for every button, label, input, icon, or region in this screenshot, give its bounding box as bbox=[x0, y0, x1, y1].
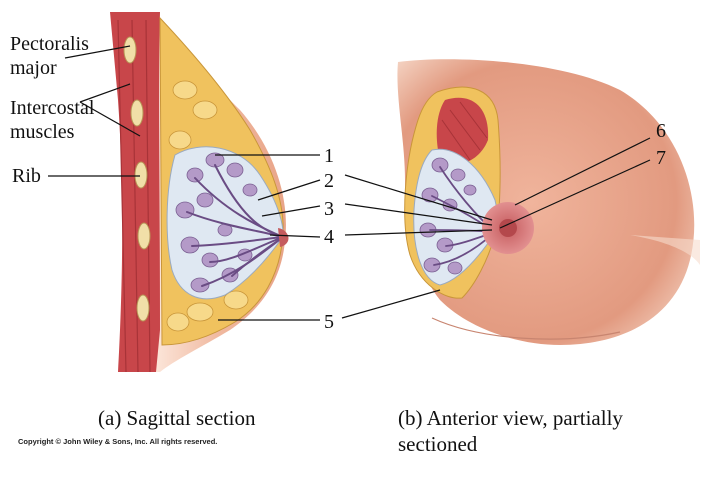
nipple-anterior bbox=[499, 219, 517, 237]
lobules-anterior bbox=[419, 157, 477, 275]
ribs bbox=[123, 36, 151, 322]
callout-3: 3 bbox=[324, 198, 334, 220]
callout-4: 4 bbox=[324, 226, 334, 248]
callout-6: 6 bbox=[656, 120, 666, 142]
callout-5: 5 bbox=[324, 311, 334, 333]
label-intercostal-muscles: Intercostal muscles bbox=[10, 97, 95, 143]
lactiferous-ducts bbox=[186, 164, 284, 287]
nipple-sagittal bbox=[278, 228, 289, 247]
sagittal-section bbox=[110, 12, 289, 373]
label-pectoralis-major: Pectoralis major bbox=[10, 33, 89, 79]
label-rib: Rib bbox=[12, 165, 41, 187]
callout-2: 2 bbox=[324, 170, 334, 192]
leader-lines bbox=[48, 45, 651, 321]
callout-7: 7 bbox=[656, 147, 666, 169]
copyright-notice: Copyright © John Wiley & Sons, Inc. All … bbox=[18, 437, 218, 446]
callout-1: 1 bbox=[324, 145, 334, 167]
caption-sagittal: (a) Sagittal section bbox=[98, 406, 256, 430]
pectoral-muscle-anterior bbox=[436, 97, 489, 164]
caption-anterior: (b) Anterior view, partially sectioned bbox=[398, 406, 623, 456]
anterior-view bbox=[397, 59, 700, 345]
